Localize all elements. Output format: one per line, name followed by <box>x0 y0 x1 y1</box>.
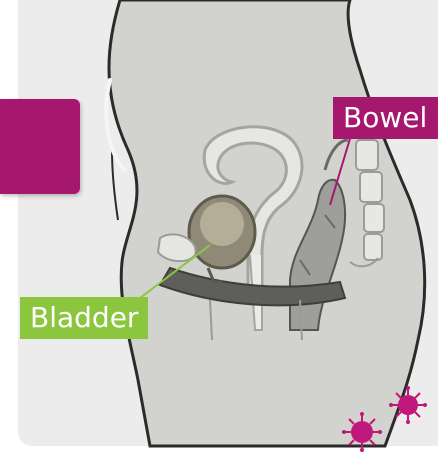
side-tab[interactable] <box>0 99 80 194</box>
bowel-label: Bowel <box>333 97 438 139</box>
bladder-label: Bladder <box>20 297 148 339</box>
